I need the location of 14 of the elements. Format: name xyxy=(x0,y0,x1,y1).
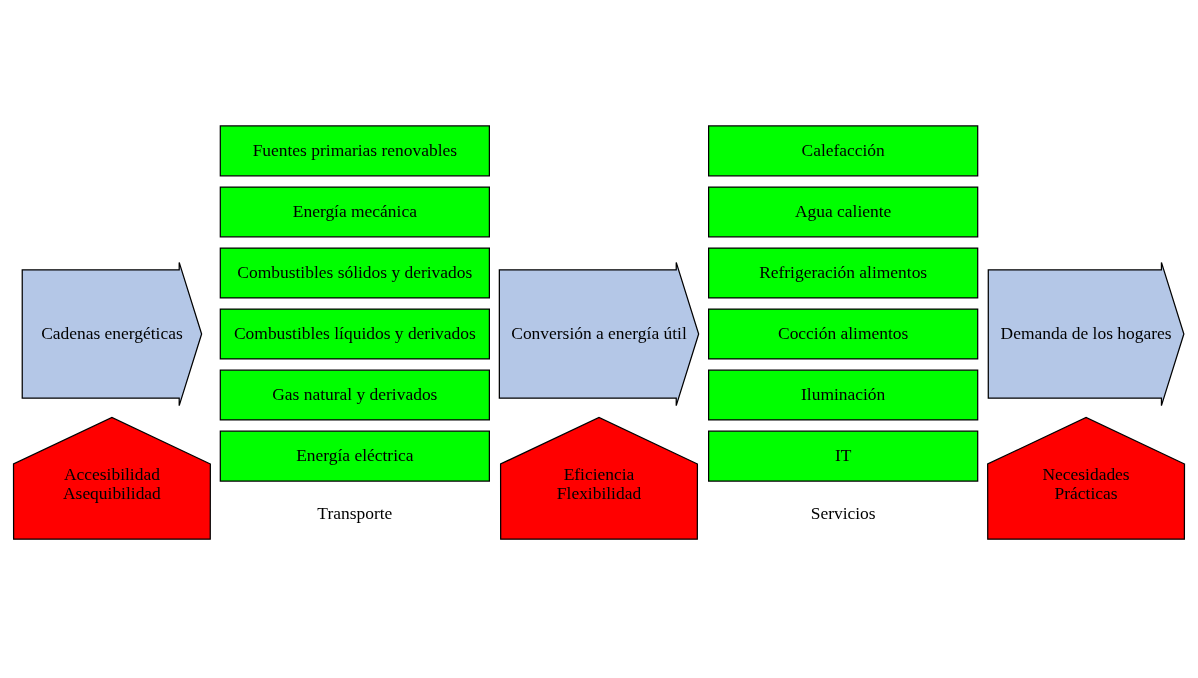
node-box: IT xyxy=(708,430,979,482)
node-box: Energía mecánica xyxy=(219,186,490,238)
node-box: Agua caliente xyxy=(708,186,979,238)
node-box: Cocción alimentos xyxy=(708,308,979,360)
node-box: Refrigeración alimentos xyxy=(708,247,979,299)
node-box: Iluminación xyxy=(708,369,979,421)
node-box: Energía eléctrica xyxy=(219,430,490,482)
node-box: Combustibles líquidos y derivados xyxy=(219,308,490,360)
node-box: Fuentes primarias renovables xyxy=(219,125,490,177)
node-box: Calefacción xyxy=(708,125,979,177)
label: Transporte xyxy=(317,503,393,524)
node-box: Gas natural y derivados xyxy=(219,369,490,421)
label: Servicios xyxy=(810,503,876,524)
node-box: Combustibles sólidos y derivados xyxy=(219,247,490,299)
